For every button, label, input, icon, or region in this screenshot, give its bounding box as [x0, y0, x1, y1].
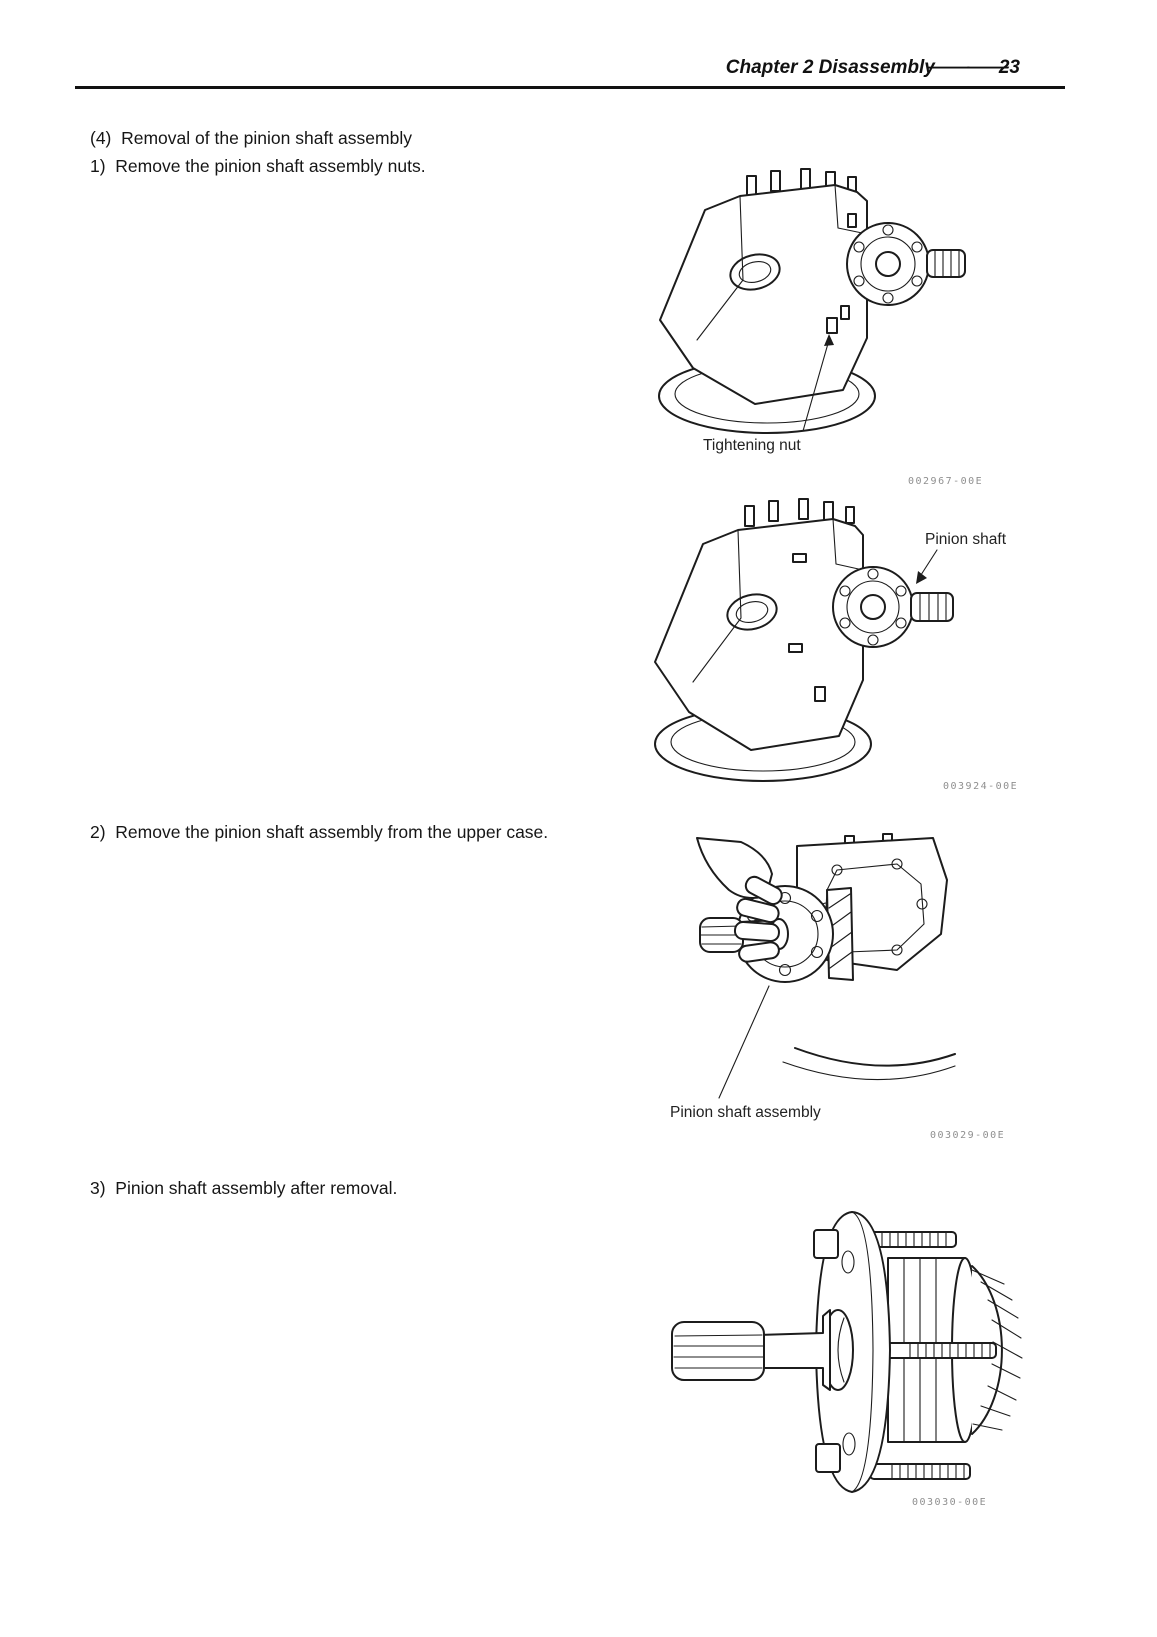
- step-3-text: 3) Pinion shaft assembly after removal.: [90, 1178, 398, 1198]
- figure-3-illustration-hand-removing-assembly: [696, 833, 956, 1099]
- figure-3-callout: Pinion shaft assembly: [670, 1104, 821, 1121]
- page-number: 23: [998, 57, 1020, 78]
- page-header: Chapter 2 Disassembly —— 23: [75, 57, 1020, 79]
- figure-4-code: 003030-00E: [912, 1497, 988, 1508]
- figure-4-illustration-assembly-removed: [671, 1211, 1023, 1493]
- figure-1-illustration-gearcase-tightening-nut: [658, 168, 966, 434]
- figure-2-callout: Pinion shaft: [925, 531, 1006, 548]
- step-2-text: 2) Remove the pinion shaft assembly from…: [90, 822, 549, 842]
- figure-2-code: 003924-00E: [943, 781, 1019, 792]
- header-rule: [75, 86, 1065, 89]
- figure-1-code: 002967-00E: [908, 476, 984, 487]
- figure-1-callout: Tightening nut: [703, 437, 801, 454]
- figure-3-code: 003029-00E: [930, 1130, 1006, 1141]
- chapter-title: Chapter 2 Disassembly: [725, 57, 935, 78]
- header-dash: ——: [927, 57, 1008, 78]
- step-1-text: 1) Remove the pinion shaft assembly nuts…: [90, 156, 426, 176]
- figure-2-illustration-gearcase-pinion-shaft: [654, 498, 954, 782]
- section-heading: (4) Removal of the pinion shaft assembly: [90, 128, 412, 148]
